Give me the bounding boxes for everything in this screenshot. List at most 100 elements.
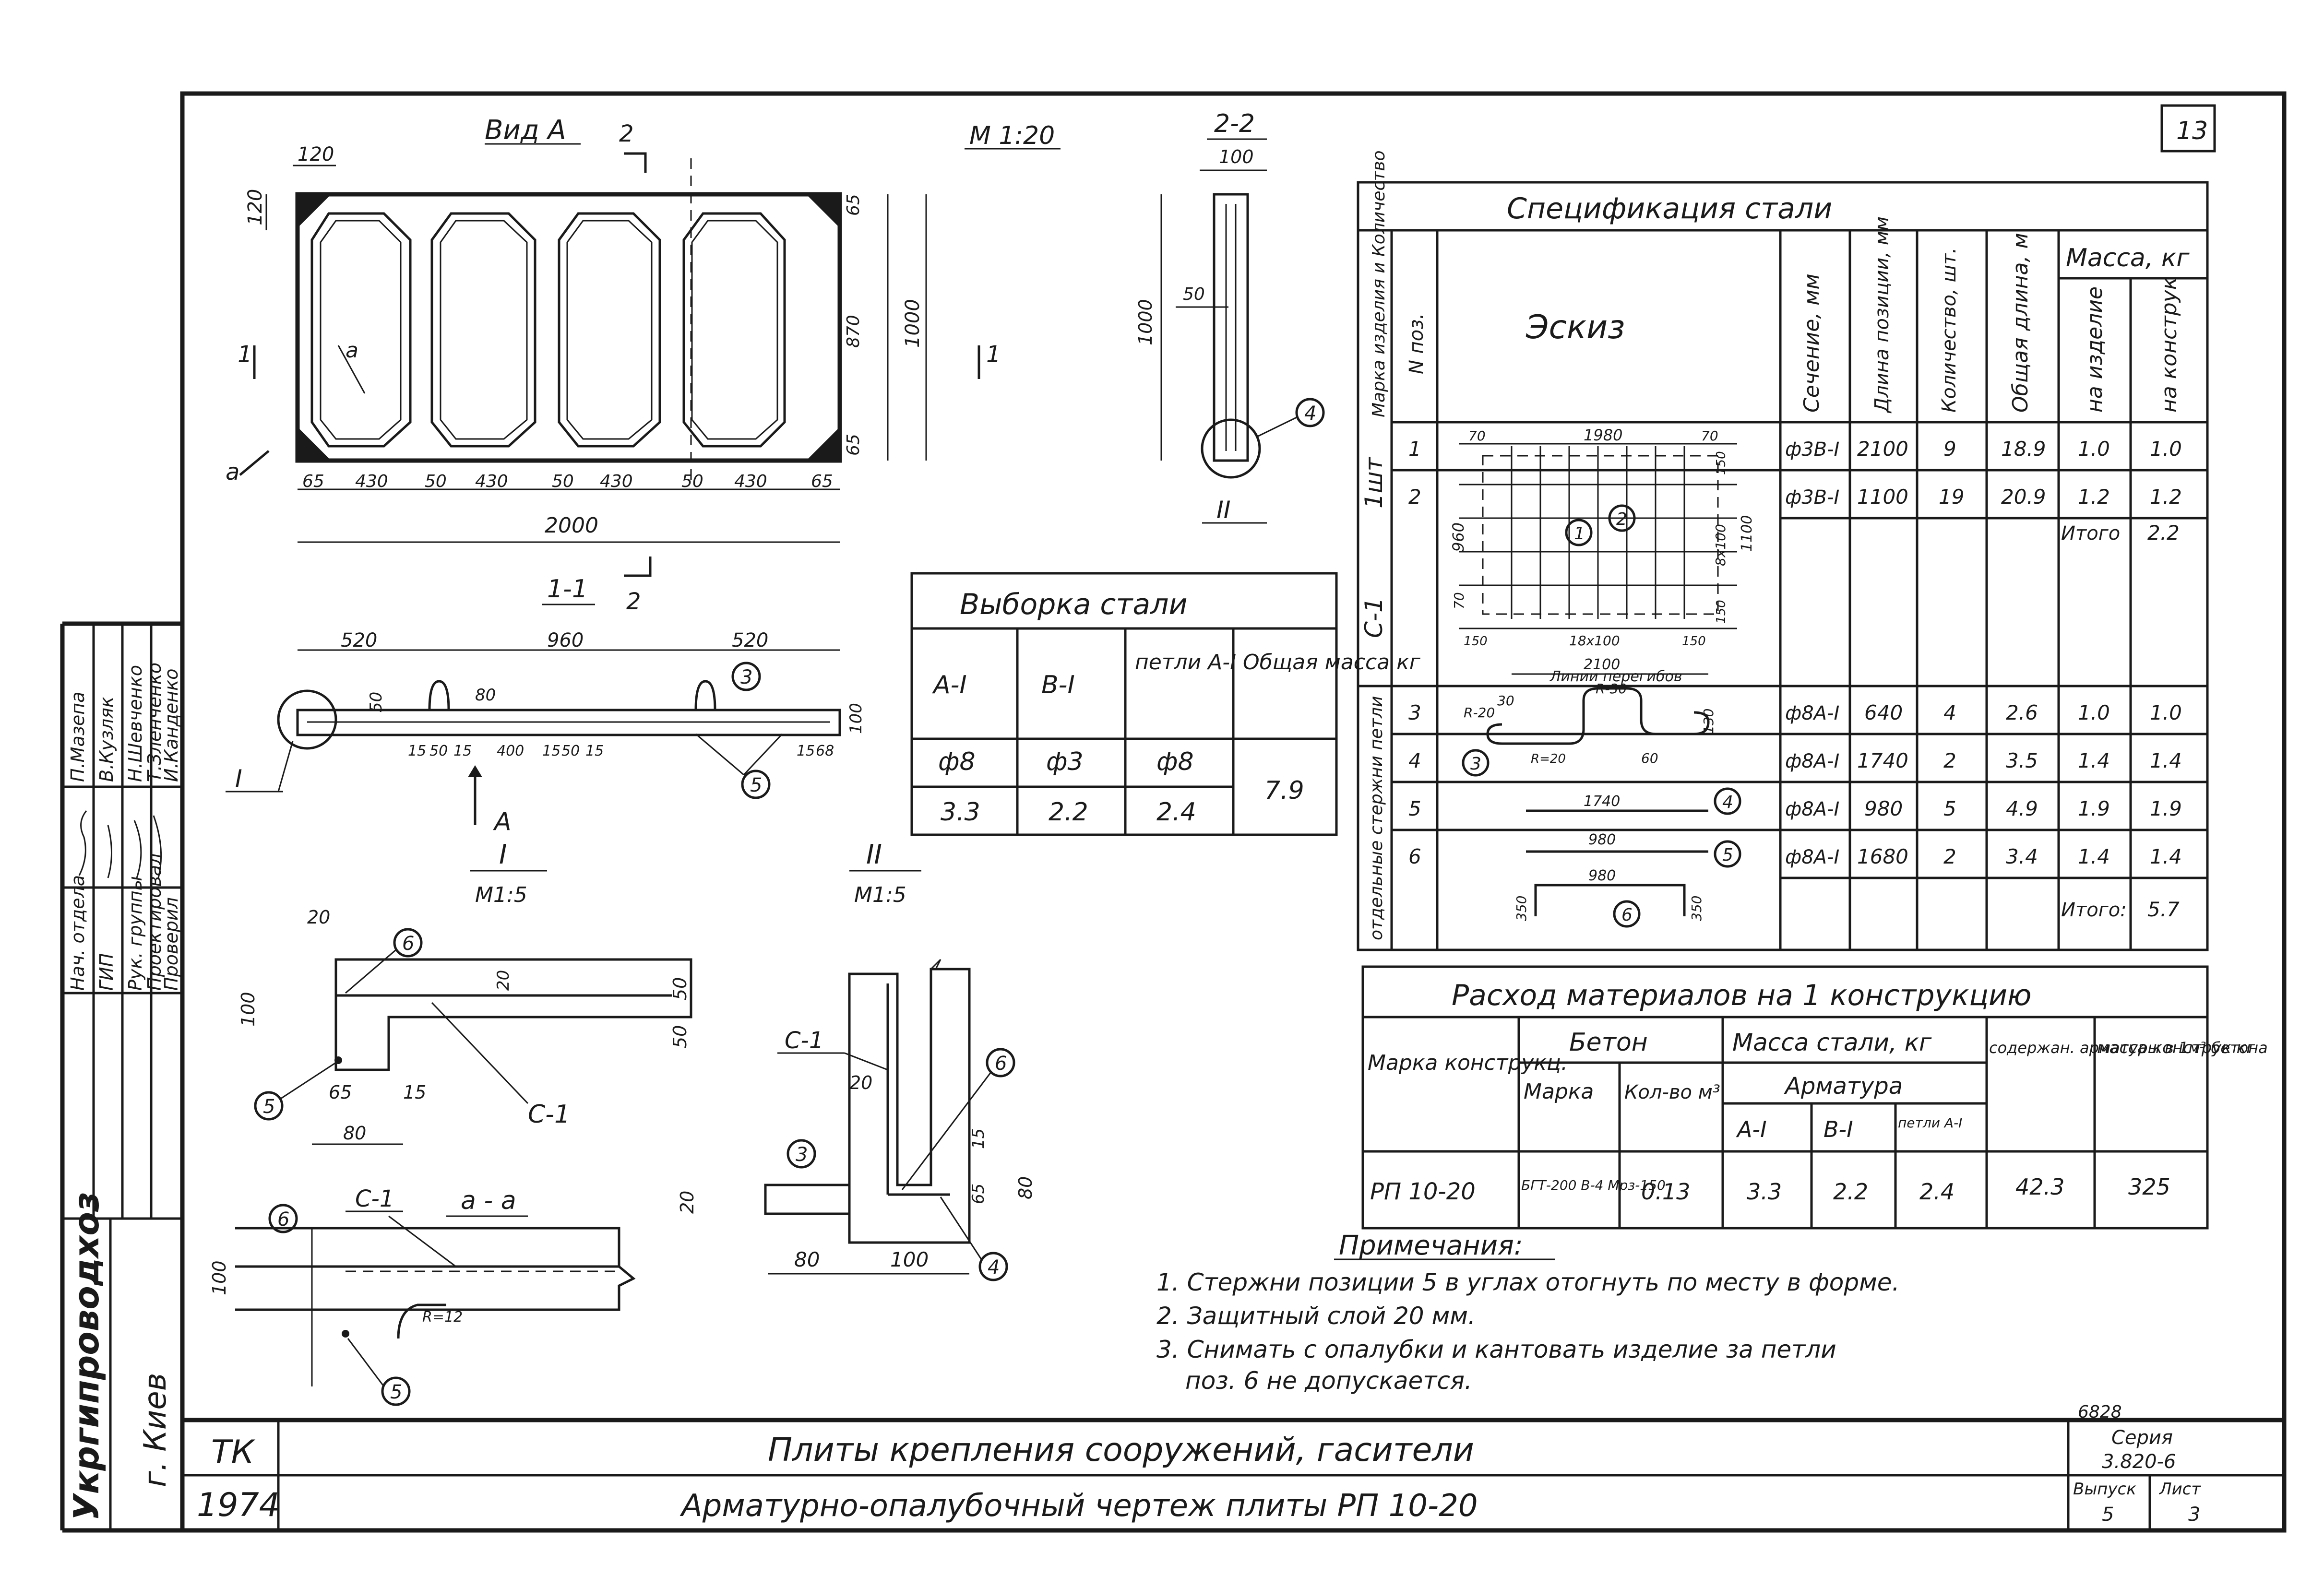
spec-r6-construct: 1.4 (2150, 845, 2182, 868)
spec-r3-section: ф8А-I (1785, 702, 1839, 724)
dim-bottom-4: 50 (552, 472, 574, 491)
dim-11-h80: 80 (475, 686, 496, 705)
consumption-content: 42.3 (2015, 1174, 2064, 1200)
sk2-c4: 4 (1722, 793, 1733, 812)
node-ii-title: II (866, 839, 882, 870)
consumption-h-rebar: Арматура (1784, 1073, 1903, 1100)
spec-r5-length: 980 (1864, 797, 1903, 820)
dim-11-520-left: 520 (341, 629, 377, 651)
section-11-title: 1-1 (547, 575, 588, 604)
consumption-table: Расход материалов на 1 конструкцию Марка… (1361, 965, 2268, 1230)
dim-11-b0: 15 (408, 743, 426, 759)
node-i-d100: 100 (238, 992, 259, 1027)
sk1-d8x100: 8х100 (1713, 524, 1728, 566)
spec-r1-total: 18.9 (2001, 437, 2046, 461)
spec-r3-item: 1.0 (2078, 701, 2110, 724)
dim-bottom-3: 430 (475, 472, 508, 491)
callout-5-sec11: 5 (750, 774, 762, 796)
note-1: 1. Стержни позиции 5 в углах отогнуть по… (1156, 1268, 1899, 1296)
dim-11-960: 960 (547, 629, 584, 651)
sig-role-1: ГИП (96, 953, 117, 991)
view-a: Вид А М 1:20 2 120 120 1 1 а а (226, 115, 1061, 543)
node-ii-d100: 100 (890, 1248, 929, 1271)
sk1-d150d: 150 (1682, 634, 1706, 649)
consumption-h-concrete: Бетон (1569, 1028, 1648, 1057)
steel-sample-b1-mass: 2.2 (1049, 798, 1088, 827)
section-aa-radius: R=12 (422, 1309, 463, 1326)
spec-r4-length: 1740 (1857, 749, 1908, 772)
note-3-cont: поз. 6 не допускается. (1185, 1367, 1472, 1395)
sk1-d1100: 1100 (1739, 515, 1755, 552)
consumption-h-steel: Масса стали, кг (1732, 1029, 1932, 1056)
steel-sample-loop-mass: 2.4 (1156, 798, 1196, 827)
dim-11-b6: 15 (585, 743, 604, 759)
dim-right-65-top: 65 (844, 194, 863, 216)
spec-h-qty: Количество, шт. (1938, 248, 1960, 413)
node-ii-body (848, 968, 971, 1244)
dim-11-h50: 50 (367, 692, 386, 712)
spec-r2-pos: 2 (1408, 485, 1421, 509)
sk2-r30a: R-30 (1596, 681, 1627, 697)
signature-stamp: Нач. отдела ГИП Рук. группы Проектировал… (66, 663, 182, 1521)
callout-6-node-ii: 6 (995, 1053, 1007, 1075)
node-ii: II М1:5 С-1 20 15 65 80 20 80 100 3 6 4 (677, 839, 1036, 1281)
spec-r1-construct: 1.0 (2150, 437, 2182, 461)
code-tk: ТК (211, 1433, 256, 1471)
spec-h-section: Сечение, мм (1800, 273, 1824, 413)
callout-5-node-i: 5 (263, 1096, 275, 1118)
spec-r4-pos: 4 (1408, 749, 1421, 772)
callout-6-aa: 6 (277, 1208, 289, 1231)
spec-r2-qty: 19 (1939, 485, 1964, 509)
consumption-volume: 0.13 (1641, 1179, 1690, 1205)
sig-name-2: Н.Шевченко (125, 665, 146, 782)
spec-r6-pos: 6 (1408, 845, 1421, 868)
spec-r4-section: ф8А-I (1785, 750, 1839, 772)
consumption-h-content: содержан. арматуры в 1м³ бетона (1989, 1039, 2268, 1057)
node-i-mesh: С-1 (528, 1100, 570, 1129)
spec-group1-count: 1шт (1360, 456, 1388, 509)
steel-sample-b1-dia: ф3 (1046, 747, 1084, 776)
consumption-b1: 2.2 (1833, 1179, 1868, 1205)
sk1-d2100: 2100 (1584, 656, 1620, 673)
dim-left-120: 120 (244, 189, 266, 225)
dim-11-b3: 400 (497, 743, 524, 759)
node-ii-d80b: 80 (794, 1248, 820, 1271)
detail-a-mark: а (226, 459, 239, 486)
sig-role-4: Проверил (161, 897, 182, 991)
steel-sample-table: Выборка стали А-I В-I петли А-I Общая ма… (910, 572, 1421, 836)
doc-number: 6828 (2078, 1402, 2122, 1422)
sig-role-3: Проектировал (144, 853, 165, 991)
cut-mark-1-left: 1 (238, 341, 252, 368)
sheet-frame (60, 91, 2287, 1533)
section-22-height: 1000 (1135, 299, 1156, 345)
section-1-1: 1-1 2 520 960 520 80 50 100 15 50 15 400… (226, 557, 866, 836)
callout-4-sec22: 4 (1304, 403, 1316, 425)
sk1-d70a: 70 (1468, 428, 1486, 444)
node-i-title: I (499, 839, 507, 870)
spec-r5-pos: 5 (1408, 797, 1421, 820)
spec-r5-construct: 1.9 (2150, 797, 2182, 820)
spec-r2-section: ф3В-I (1785, 486, 1839, 509)
sk1-d150a: 150 (1714, 451, 1728, 475)
spec-h-per-item: на изделие (2083, 286, 2107, 413)
spec-r1-pos: 1 (1408, 437, 1421, 461)
callout-3-node-ii: 3 (796, 1144, 808, 1166)
node-ii-d65: 65 (969, 1184, 988, 1204)
sk1-d70b: 70 (1701, 428, 1718, 444)
sk2-d350b: 350 (1689, 896, 1704, 921)
sk2-c6: 6 (1621, 905, 1633, 925)
consumption-concrete: БГТ-200 В-4 Мрз-150 (1521, 1177, 1666, 1193)
dim-11-b5: 50 (561, 743, 580, 759)
spec-r1-section: ф3В-I (1785, 438, 1839, 461)
spec-r5-total: 4.9 (2006, 797, 2038, 820)
spec-h-sketch: Эскиз (1525, 308, 1625, 346)
spec-r5-qty: 5 (1943, 797, 1956, 820)
node-ii-d20a: 20 (849, 1072, 872, 1093)
spec-r2-item: 1.2 (2078, 485, 2110, 509)
spec-r3-total: 2.6 (2006, 701, 2038, 724)
section-22-inner: 50 (1183, 284, 1205, 304)
sk1-d960: 960 (1449, 522, 1467, 552)
sig-name-0: П.Мазепа (67, 692, 88, 782)
steel-sample-total: 7.9 (1264, 776, 1304, 805)
sk1-d70c: 70 (1451, 592, 1467, 609)
